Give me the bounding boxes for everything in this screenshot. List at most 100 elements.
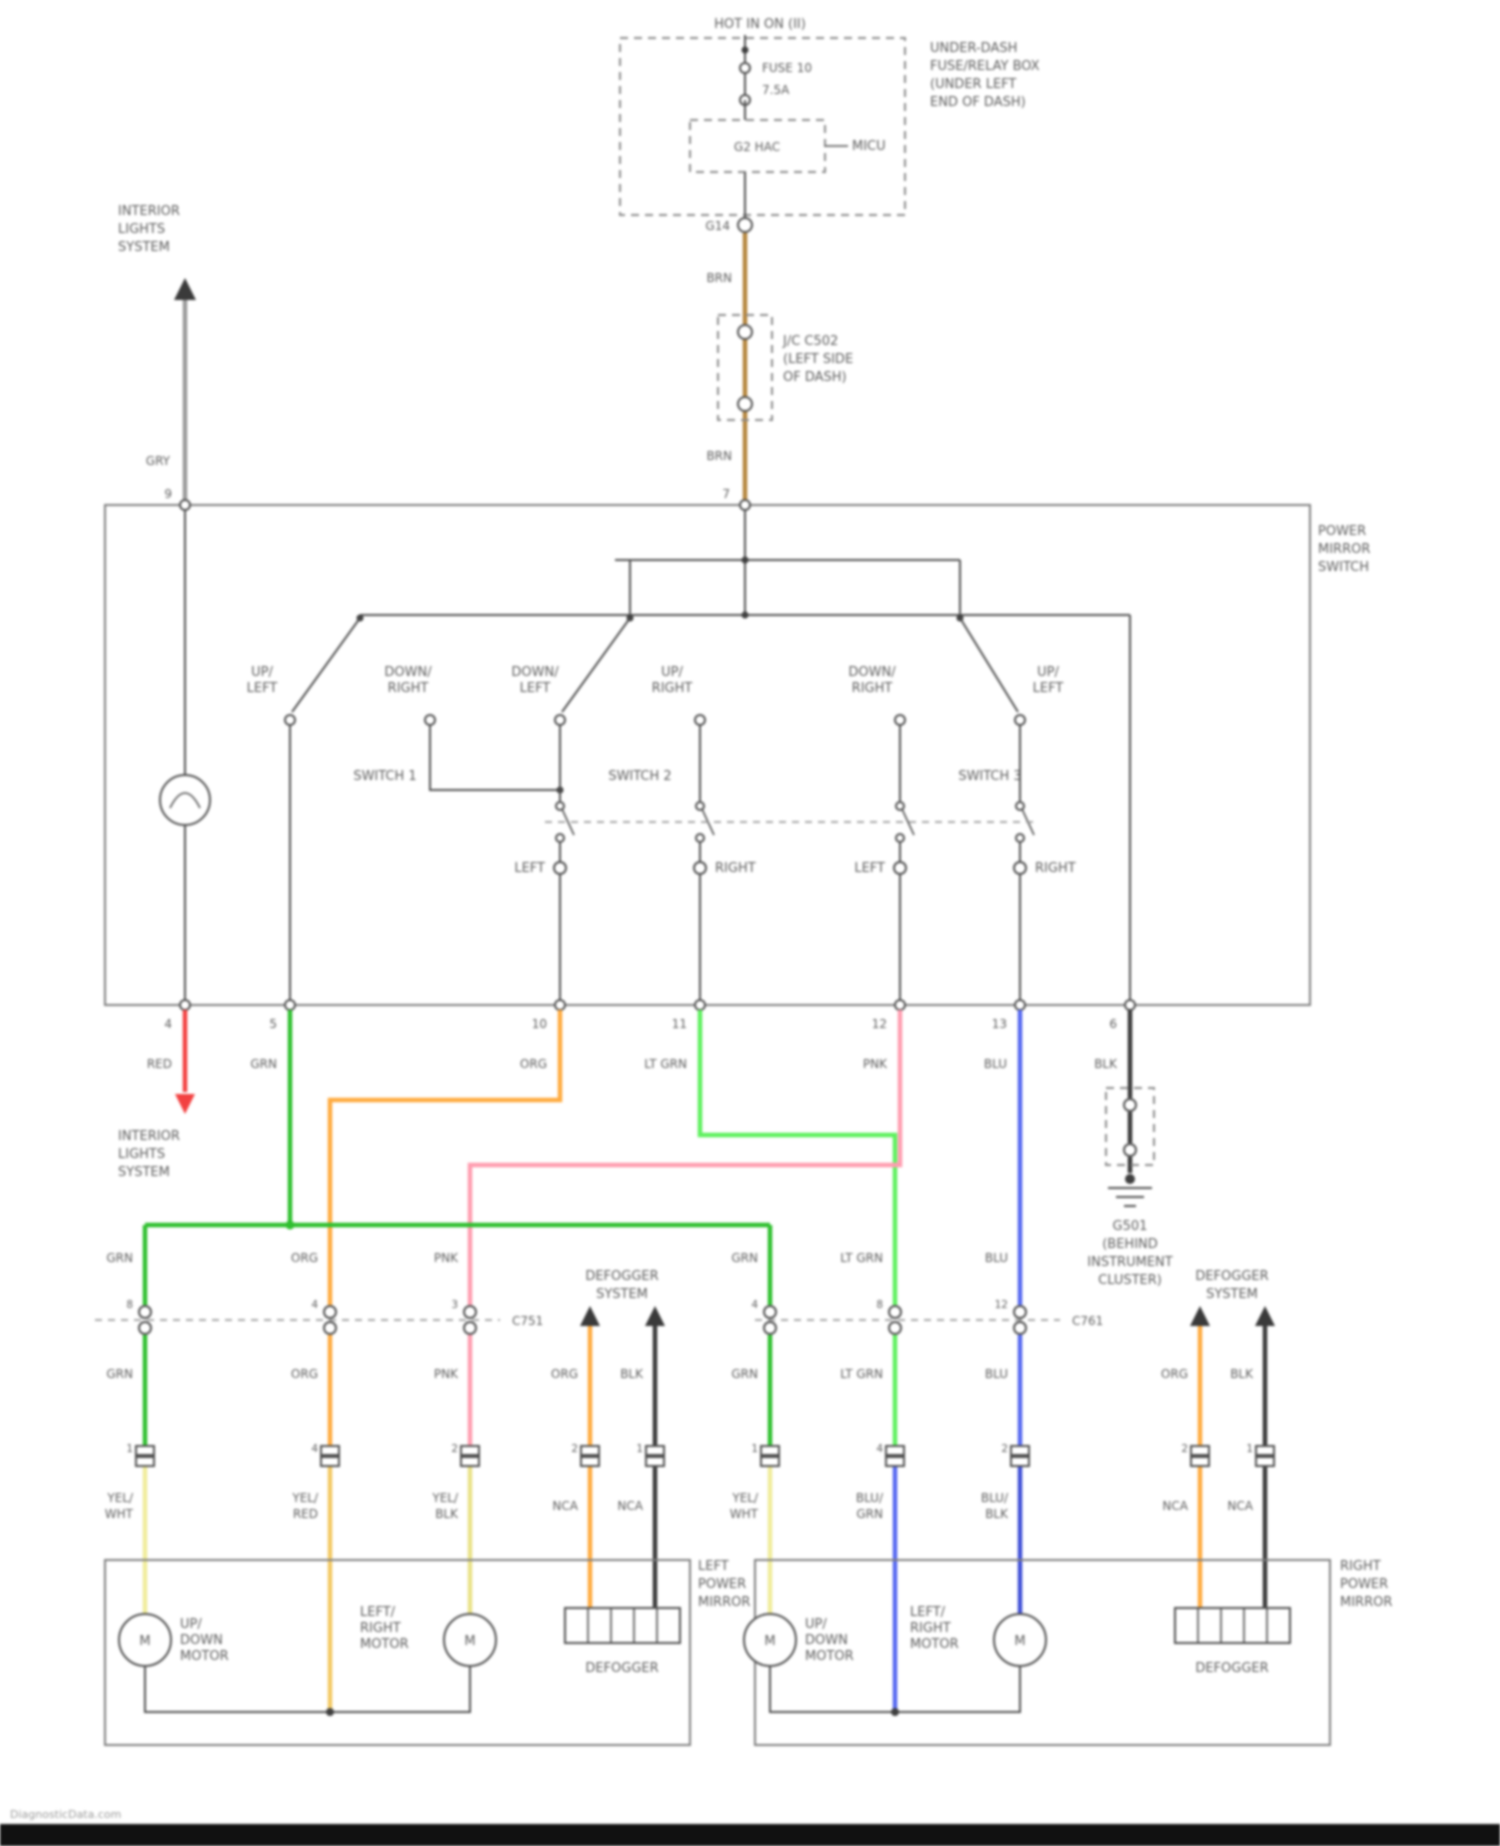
interior-lights-top: INTERIOR LIGHTS SYSTEM GRY 9 [118, 204, 196, 501]
connector-name: C761 [1072, 1314, 1103, 1328]
harness-wires [142, 1010, 1268, 1712]
interior-lights-line: LIGHTS [118, 222, 165, 237]
motor-label-line: DOWN [805, 1633, 848, 1648]
motor-label-line: LEFT/ [360, 1605, 396, 1620]
up-arrow-icon [174, 278, 196, 300]
connector-pin: 8 [126, 1299, 133, 1311]
nca-label: NCA [1227, 1499, 1253, 1513]
wire-defog-blk [652, 1326, 1268, 1608]
nca-label: NCA [1162, 1499, 1188, 1513]
ground-label-line: (BEHIND [1102, 1237, 1158, 1252]
switch3-name: SWITCH 3 [958, 769, 1021, 784]
contact [1014, 714, 1026, 726]
motor-label-line: RIGHT [360, 1621, 401, 1636]
wire-label: LT GRN [840, 1367, 883, 1381]
up-arrow-icon [1255, 1306, 1275, 1326]
ground-connector-terminal [1123, 1143, 1137, 1157]
defogger-system-right: DEFOGGER SYSTEM ORG BLK [1161, 1269, 1275, 1381]
sw1-output-b [429, 725, 560, 791]
relay-label: G2 HAC [734, 140, 780, 154]
pin-5 [284, 999, 296, 1011]
wire-label: GRN [731, 1367, 758, 1381]
nca-label: NCA [552, 1499, 578, 1513]
wire-label: BLU/ [856, 1491, 884, 1505]
switch-stems [629, 560, 961, 618]
micu-label: MICU [852, 139, 886, 154]
watermark: DiagnosticData.com [10, 1808, 121, 1821]
mirror-connector-symbols [135, 1445, 1275, 1467]
wire-label: BLK [985, 1507, 1009, 1521]
connector-pin: 2 [451, 1443, 458, 1455]
wire-label: WHT [730, 1507, 759, 1521]
wire-label: LT GRN [644, 1057, 687, 1071]
jc-caption-line: (LEFT SIDE [783, 352, 853, 367]
connector-pin: 4 [876, 1443, 883, 1455]
pin-number: 11 [672, 1017, 687, 1031]
wire-label: ORG [291, 1251, 318, 1265]
jc-connector-terminal [737, 324, 753, 340]
contact [424, 714, 436, 726]
wire-label: LT GRN [840, 1251, 883, 1265]
jc-connector-terminal [737, 396, 753, 412]
defogger-label: DEFOGGER [1195, 1661, 1268, 1676]
switch3-arm [959, 617, 1019, 713]
jc-caption-line: J/C C502 [782, 334, 838, 349]
pin-11 [694, 999, 706, 1011]
motor-label-line: UP/ [805, 1617, 827, 1632]
feed-column: G14 BRN J/C C502 (LEFT SIDE OF DASH) BRN… [705, 217, 853, 501]
sw2-right-label: UP/ [661, 665, 683, 680]
wire-label: ORG [291, 1367, 318, 1381]
switchbox-caption-line: MIRROR [1318, 542, 1370, 557]
mirror-caption-line: POWER [1340, 1577, 1388, 1592]
interior-lights-line: INTERIOR [118, 1129, 180, 1144]
pin-number: 4 [164, 1017, 172, 1031]
wire-label: YEL/ [731, 1491, 759, 1505]
junction-dot [285, 1220, 295, 1230]
wire-org [327, 1010, 563, 1447]
sw1-right-label: RIGHT [388, 681, 429, 696]
ground-icon [1108, 1187, 1152, 1207]
connector-row-c761: C761 4 8 12 GRN LT GRN BLU GRN LT GRN BL… [731, 1251, 1103, 1381]
sw3-right-label: LEFT [1033, 681, 1064, 696]
wire-label: ORG [520, 1057, 547, 1071]
wire-label: BLU/ [981, 1491, 1009, 1505]
motor-label-line: LEFT/ [910, 1605, 946, 1620]
lamp-icon [159, 774, 211, 826]
wire-brn-label: BRN [706, 449, 732, 463]
ground-g501: G501 (BEHIND INSTRUMENT CLUSTER) [1087, 1087, 1173, 1288]
ground-label-line: INSTRUMENT [1087, 1255, 1172, 1270]
up-arrow-icon [580, 1306, 600, 1326]
wire-label: WHT [105, 1507, 134, 1521]
connector-pin: 12 [995, 1299, 1008, 1311]
connector-row-c751: C751 8 4 3 GRN ORG PNK GRN ORG PNK [95, 1251, 543, 1381]
wire-label: GRN [106, 1367, 133, 1381]
fusebox-caption-line: UNDER-DASH [930, 41, 1017, 56]
contact-label: LEFT [854, 861, 885, 876]
wire-label: BLU [985, 1367, 1008, 1381]
connector-g14 [737, 217, 753, 233]
pin-12 [894, 999, 906, 1011]
ground-connector-box [1105, 1087, 1155, 1166]
defogger-system-line: SYSTEM [596, 1287, 648, 1302]
wire-label: GRN [106, 1251, 133, 1265]
sw1-left-label: UP/ [251, 665, 273, 680]
switch1-name: SWITCH 1 [353, 769, 416, 784]
pin-6 [1124, 999, 1136, 1011]
switch2-arm [561, 617, 631, 713]
fuse-box-area: HOT IN ON (II) FUSE 10 7.5A G2 HAC MICU … [619, 17, 1040, 218]
contact-label: LEFT [514, 861, 545, 876]
connector-pin: 4 [751, 1299, 758, 1311]
wire-ltgrn [697, 1010, 898, 1447]
wire-label: GRN [731, 1251, 758, 1265]
sw3-right-label: UP/ [1037, 665, 1059, 680]
junction-dot [891, 1708, 899, 1716]
motor-label-line: UP/ [180, 1617, 202, 1632]
lamp-filament [169, 792, 201, 809]
interior-lights-bottom: INTERIOR LIGHTS SYSTEM [118, 1129, 180, 1180]
junction-dot [326, 1708, 334, 1716]
wire-label: BLK [1230, 1367, 1254, 1381]
fuse-name: FUSE 10 [762, 61, 812, 75]
connector-pin: 1 [1246, 1443, 1253, 1455]
defogger-element [564, 1607, 681, 1644]
